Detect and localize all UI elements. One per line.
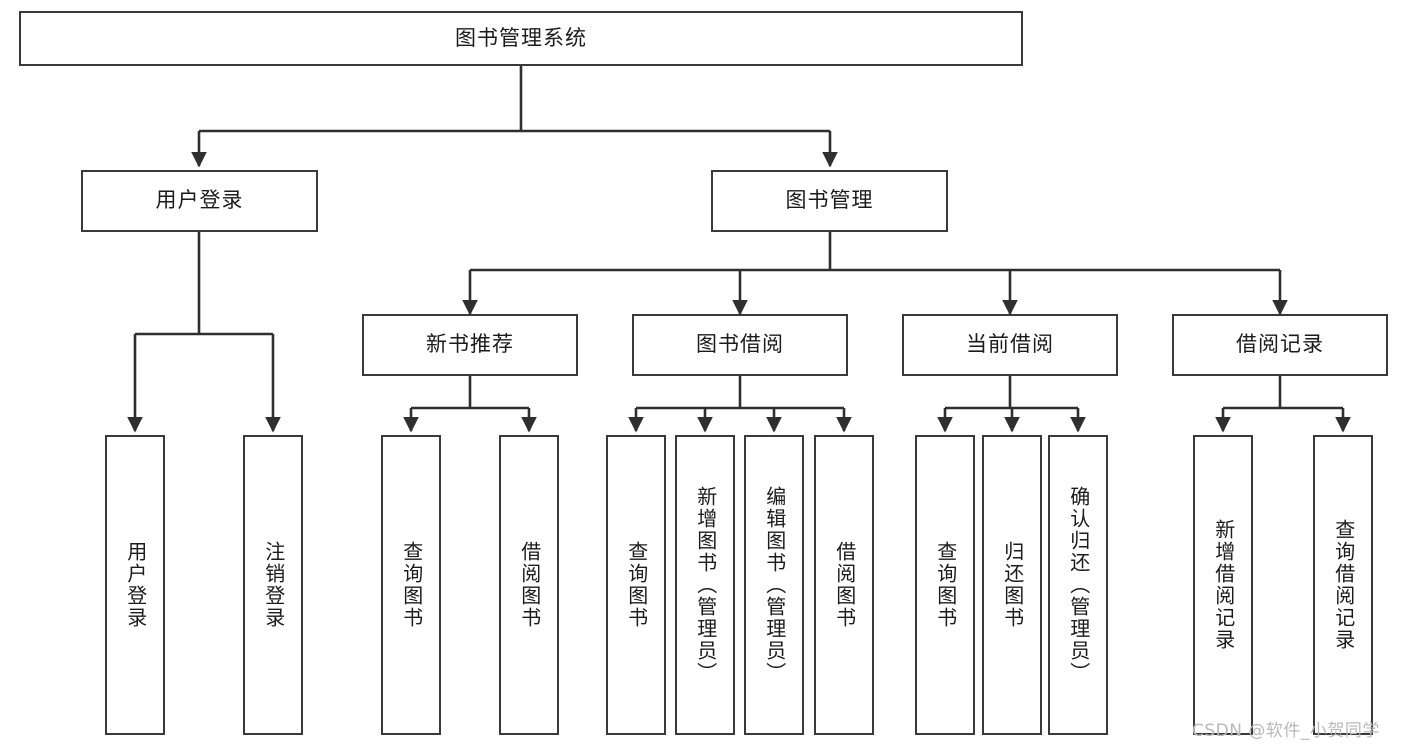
leaf-label: 新增图书（管理员） — [693, 486, 718, 684]
leaf-label: 查询图书 — [624, 541, 649, 629]
leaf-borrow-book-2[interactable]: 借阅图书 — [814, 435, 874, 735]
leaf-label: 查询图书 — [399, 541, 424, 629]
leaf-label: 注销登录 — [261, 541, 286, 629]
node-new-book-recommend[interactable]: 新书推荐 — [362, 314, 578, 376]
node-book-management[interactable]: 图书管理 — [711, 170, 948, 232]
node-root-system[interactable]: 图书管理系统 — [19, 11, 1023, 66]
leaf-query-book-2[interactable]: 查询图书 — [606, 435, 666, 735]
leaf-label: 借阅图书 — [832, 541, 857, 629]
leaf-label: 编辑图书（管理员） — [762, 486, 787, 684]
leaf-confirm-return[interactable]: 确认归还（管理员） — [1048, 435, 1108, 735]
leaf-query-book-1[interactable]: 查询图书 — [381, 435, 441, 735]
leaf-label: 借阅图书 — [517, 541, 542, 629]
node-current-borrow[interactable]: 当前借阅 — [902, 314, 1118, 376]
node-borrow-record[interactable]: 借阅记录 — [1172, 314, 1388, 376]
leaf-label: 新增借阅记录 — [1211, 519, 1236, 651]
leaf-label: 确认归还（管理员） — [1066, 486, 1091, 684]
leaf-add-record[interactable]: 新增借阅记录 — [1193, 435, 1253, 735]
leaf-label: 归还图书 — [1000, 541, 1025, 629]
leaf-query-record[interactable]: 查询借阅记录 — [1313, 435, 1373, 735]
leaf-query-book-3[interactable]: 查询图书 — [915, 435, 975, 735]
leaf-add-book[interactable]: 新增图书（管理员） — [675, 435, 735, 735]
leaf-label: 查询借阅记录 — [1331, 519, 1356, 651]
leaf-return-book[interactable]: 归还图书 — [982, 435, 1042, 735]
leaf-logout[interactable]: 注销登录 — [243, 435, 303, 735]
leaf-borrow-book-1[interactable]: 借阅图书 — [499, 435, 559, 735]
leaf-label: 用户登录 — [123, 541, 148, 629]
node-book-borrow[interactable]: 图书借阅 — [632, 314, 848, 376]
csdn-watermark: CSDN @软件_小贺同学 — [1192, 721, 1380, 741]
leaf-user-login[interactable]: 用户登录 — [105, 435, 165, 735]
leaf-label: 查询图书 — [933, 541, 958, 629]
node-user-login[interactable]: 用户登录 — [81, 170, 318, 232]
leaf-edit-book[interactable]: 编辑图书（管理员） — [744, 435, 804, 735]
